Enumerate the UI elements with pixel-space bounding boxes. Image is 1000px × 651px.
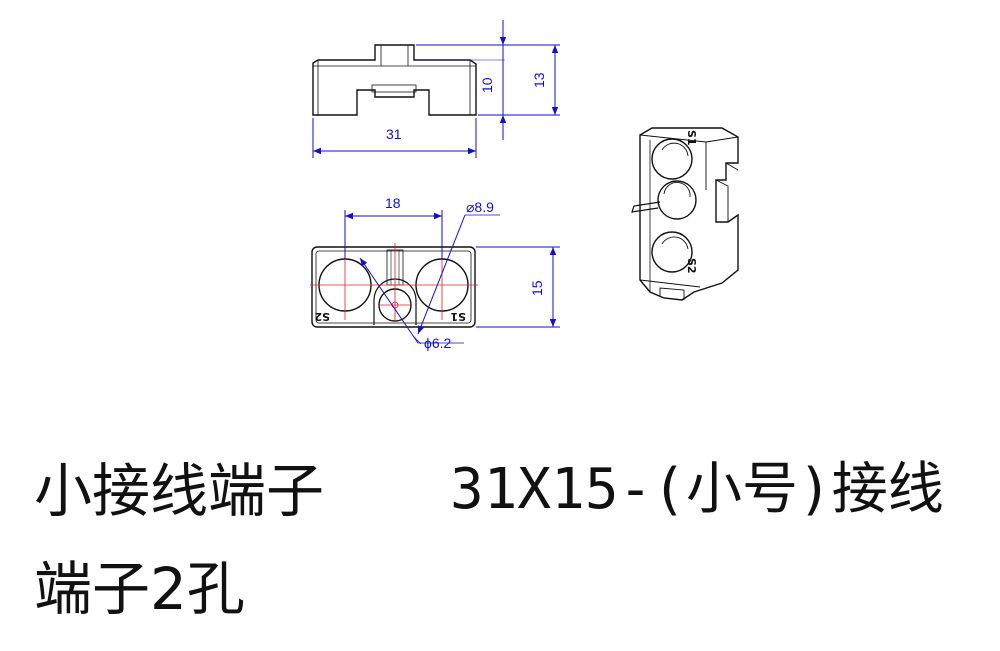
side-view-dimensions <box>312 20 560 158</box>
label-s2-top: S2 <box>314 310 330 323</box>
caption-line2: 端子2孔 <box>34 555 245 623</box>
side-view-outline <box>312 44 477 116</box>
dim-13-label: 13 <box>531 72 547 88</box>
dim-10-label: 10 <box>479 77 495 93</box>
label-s2-iso: S2 <box>685 258 698 274</box>
dim-6-2-label: ϕ6.2 <box>424 335 452 351</box>
dim-31-label: 31 <box>386 126 402 142</box>
caption-line1-right: 31X15-(小号)接线 <box>450 457 944 522</box>
dim-18-label: 18 <box>385 195 401 211</box>
technical-drawing: 31 10 13 18 15 ⌀8.9 ϕ6.2 <box>310 20 739 351</box>
leader-8-9 <box>417 214 466 335</box>
iso-tab <box>631 201 661 213</box>
iso-hole-middle <box>657 180 697 220</box>
label-s1-top: S1 <box>450 310 466 323</box>
caption-line1-left: 小接线端子 <box>34 457 325 525</box>
iso-hole-bottom <box>651 231 693 273</box>
leader-6-2 <box>359 257 419 344</box>
isometric-view <box>631 127 739 301</box>
centerlines <box>310 243 478 322</box>
iso-hole-top <box>651 138 693 180</box>
top-view-outline <box>311 246 476 328</box>
dim-15-label: 15 <box>529 280 545 296</box>
label-s1-iso: S1 <box>685 130 698 146</box>
top-view-dimensions <box>344 210 560 345</box>
dim-8-9-label: ⌀8.9 <box>466 199 494 215</box>
side-view <box>312 44 477 116</box>
